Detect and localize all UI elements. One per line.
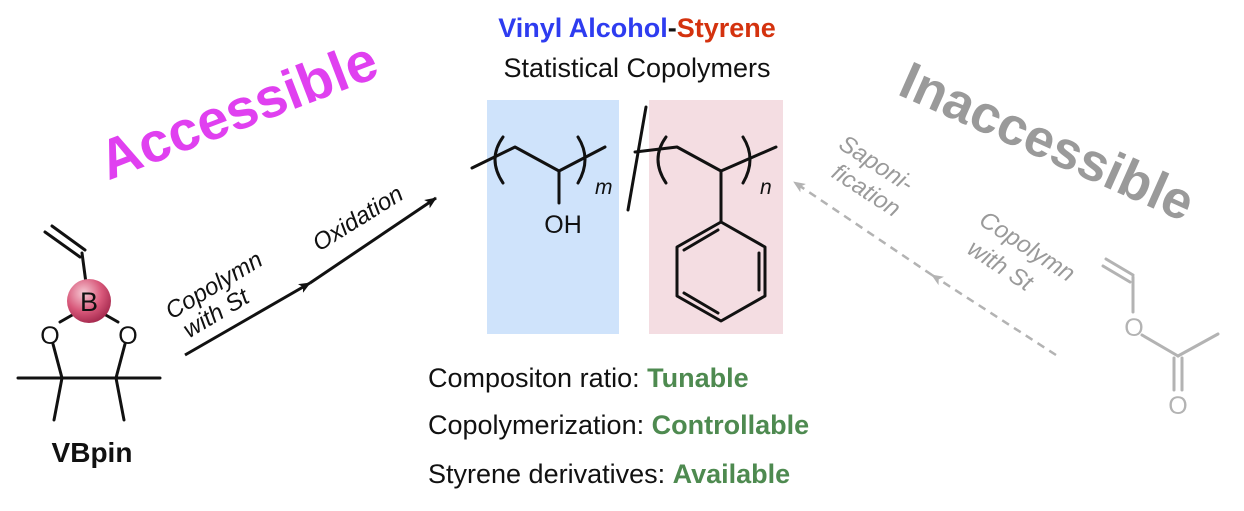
- va-o-c-bond: [1140, 333, 1180, 358]
- feature-value: Tunable: [647, 363, 749, 393]
- copolymerization-dashed-arrow: [931, 273, 1057, 357]
- oxygen-label-right: O: [118, 322, 137, 350]
- va-ester-oxygen-label: O: [1124, 314, 1143, 342]
- va-methyl-bond: [1176, 332, 1220, 358]
- pva-open-paren: [493, 135, 505, 185]
- va-double-bond-a: [1104, 257, 1135, 277]
- feature-label: Copolymerization:: [428, 410, 652, 440]
- b-o-bond-left: [58, 312, 76, 324]
- copolymerization-arrow: [184, 281, 311, 357]
- pva-close-paren: [576, 135, 587, 185]
- va-carbonyl-oxygen-label: O: [1168, 392, 1187, 420]
- o-c-bond-left: [51, 342, 64, 380]
- vbpin-label: VBpin: [52, 437, 133, 468]
- title-line-1: Vinyl Alcohol-Styrene: [498, 13, 776, 43]
- methyl-right-2: [114, 376, 126, 422]
- statistical-slash: [626, 105, 648, 212]
- title-styrene: Styrene: [677, 13, 776, 43]
- vinyl-double-bond-b: [50, 224, 87, 252]
- oxygen-label-left: O: [40, 322, 59, 350]
- ps-close-paren: [741, 135, 752, 185]
- feature-value: Available: [673, 459, 791, 489]
- feature-row: Styrene derivatives: Available: [428, 459, 790, 489]
- pva-backbone: [470, 145, 607, 173]
- copolymer-structure: [470, 105, 778, 323]
- o-c-bond-right: [114, 342, 127, 380]
- feature-row: Copolymerization: Controllable: [428, 410, 809, 440]
- va-double-bond-b: [1101, 264, 1132, 284]
- vinyl-double-bond-a: [43, 230, 82, 259]
- inaccessible-heading: Inaccessible: [891, 51, 1203, 233]
- boron-label: B: [80, 287, 98, 317]
- subscript-m: m: [595, 176, 613, 199]
- phenyl-ring: [675, 220, 767, 323]
- title-separator: -: [668, 13, 677, 43]
- subscript-n: n: [760, 176, 772, 199]
- vinyl-alcohol-unit-box: [487, 100, 619, 334]
- feature-label: Compositon ratio:: [428, 363, 647, 393]
- hydroxyl-label: OH: [544, 211, 582, 239]
- feature-value: Controllable: [652, 410, 810, 440]
- styrene-unit-box: [649, 100, 783, 334]
- phenyl-double-bond-3: [682, 228, 720, 252]
- methyl-left-2: [52, 376, 64, 422]
- oxidation-arrow: [309, 196, 437, 285]
- title-line-2: Statistical Copolymers: [503, 53, 770, 83]
- b-o-bond-right: [102, 312, 120, 324]
- vinyl-acetate-molecule: [1101, 257, 1220, 392]
- vinyl-boron-bond: [80, 251, 88, 285]
- vbpin-molecule: [16, 224, 162, 422]
- feature-row: Compositon ratio: Tunable: [428, 363, 749, 393]
- title-vinyl-alcohol: Vinyl Alcohol: [498, 13, 668, 43]
- oxidation-label: Oxidation: [308, 180, 408, 257]
- feature-list: Compositon ratio: Tunable Copolymerizati…: [428, 363, 809, 489]
- ps-open-paren: [656, 135, 668, 185]
- phenyl-double-bond-2: [682, 291, 720, 315]
- boron-ball: [67, 279, 111, 323]
- accessible-heading: Accessible: [90, 28, 386, 192]
- feature-label: Styrene derivatives:: [428, 459, 673, 489]
